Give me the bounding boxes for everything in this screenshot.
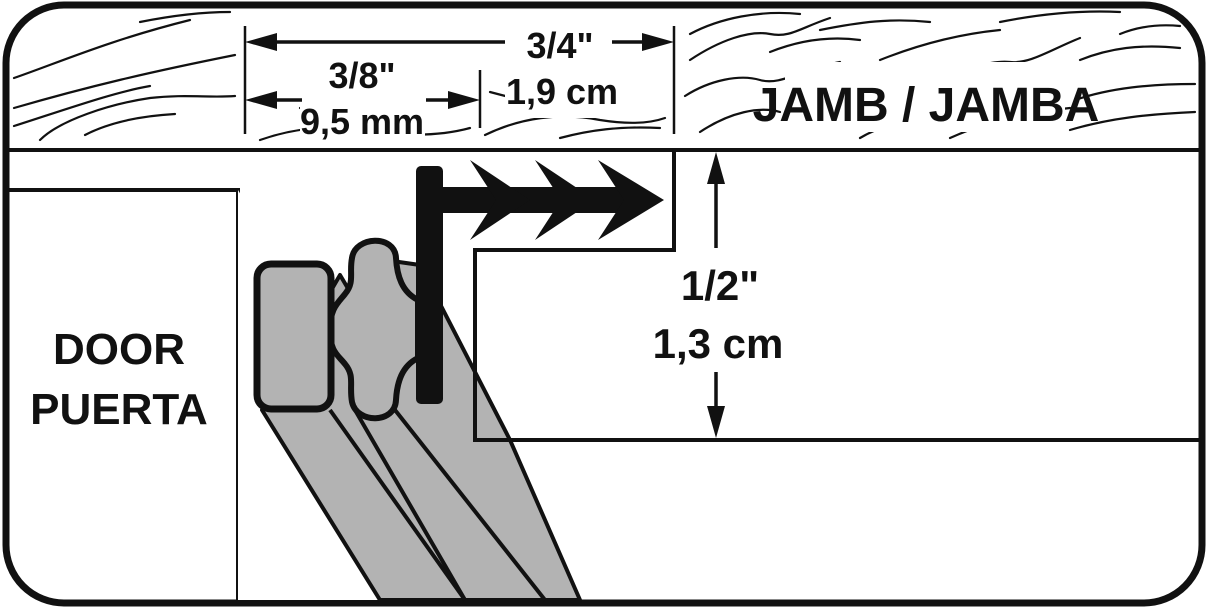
dimension-kerf-depth [245, 70, 482, 128]
gap-height-imperial-label: 1/2" [681, 262, 759, 309]
door-label-spanish: PUERTA [30, 385, 208, 434]
label-backgrounds [300, 18, 1065, 142]
dimension-gap-height [707, 152, 725, 438]
kerf-depth-imperial-label: 3/8" [328, 55, 395, 96]
jamb-width-metric-label: 1,9 cm [506, 71, 618, 112]
door-label-english: DOOR [53, 325, 185, 374]
jamb-label: JAMB / JAMBA [753, 79, 1100, 132]
kerf-flange-barbs [416, 160, 664, 404]
dimension-jamb-width [243, 26, 676, 134]
jamb-kerf-slot-outline [473, 150, 1199, 442]
jamb-width-imperial-label: 3/4" [526, 25, 593, 66]
gap-height-metric-label: 1,3 cm [653, 320, 784, 367]
weatherstrip-bulb [326, 237, 421, 422]
kerf-depth-metric-label: 9,5 mm [300, 101, 424, 142]
weatherstrip-foam-core [253, 260, 335, 413]
